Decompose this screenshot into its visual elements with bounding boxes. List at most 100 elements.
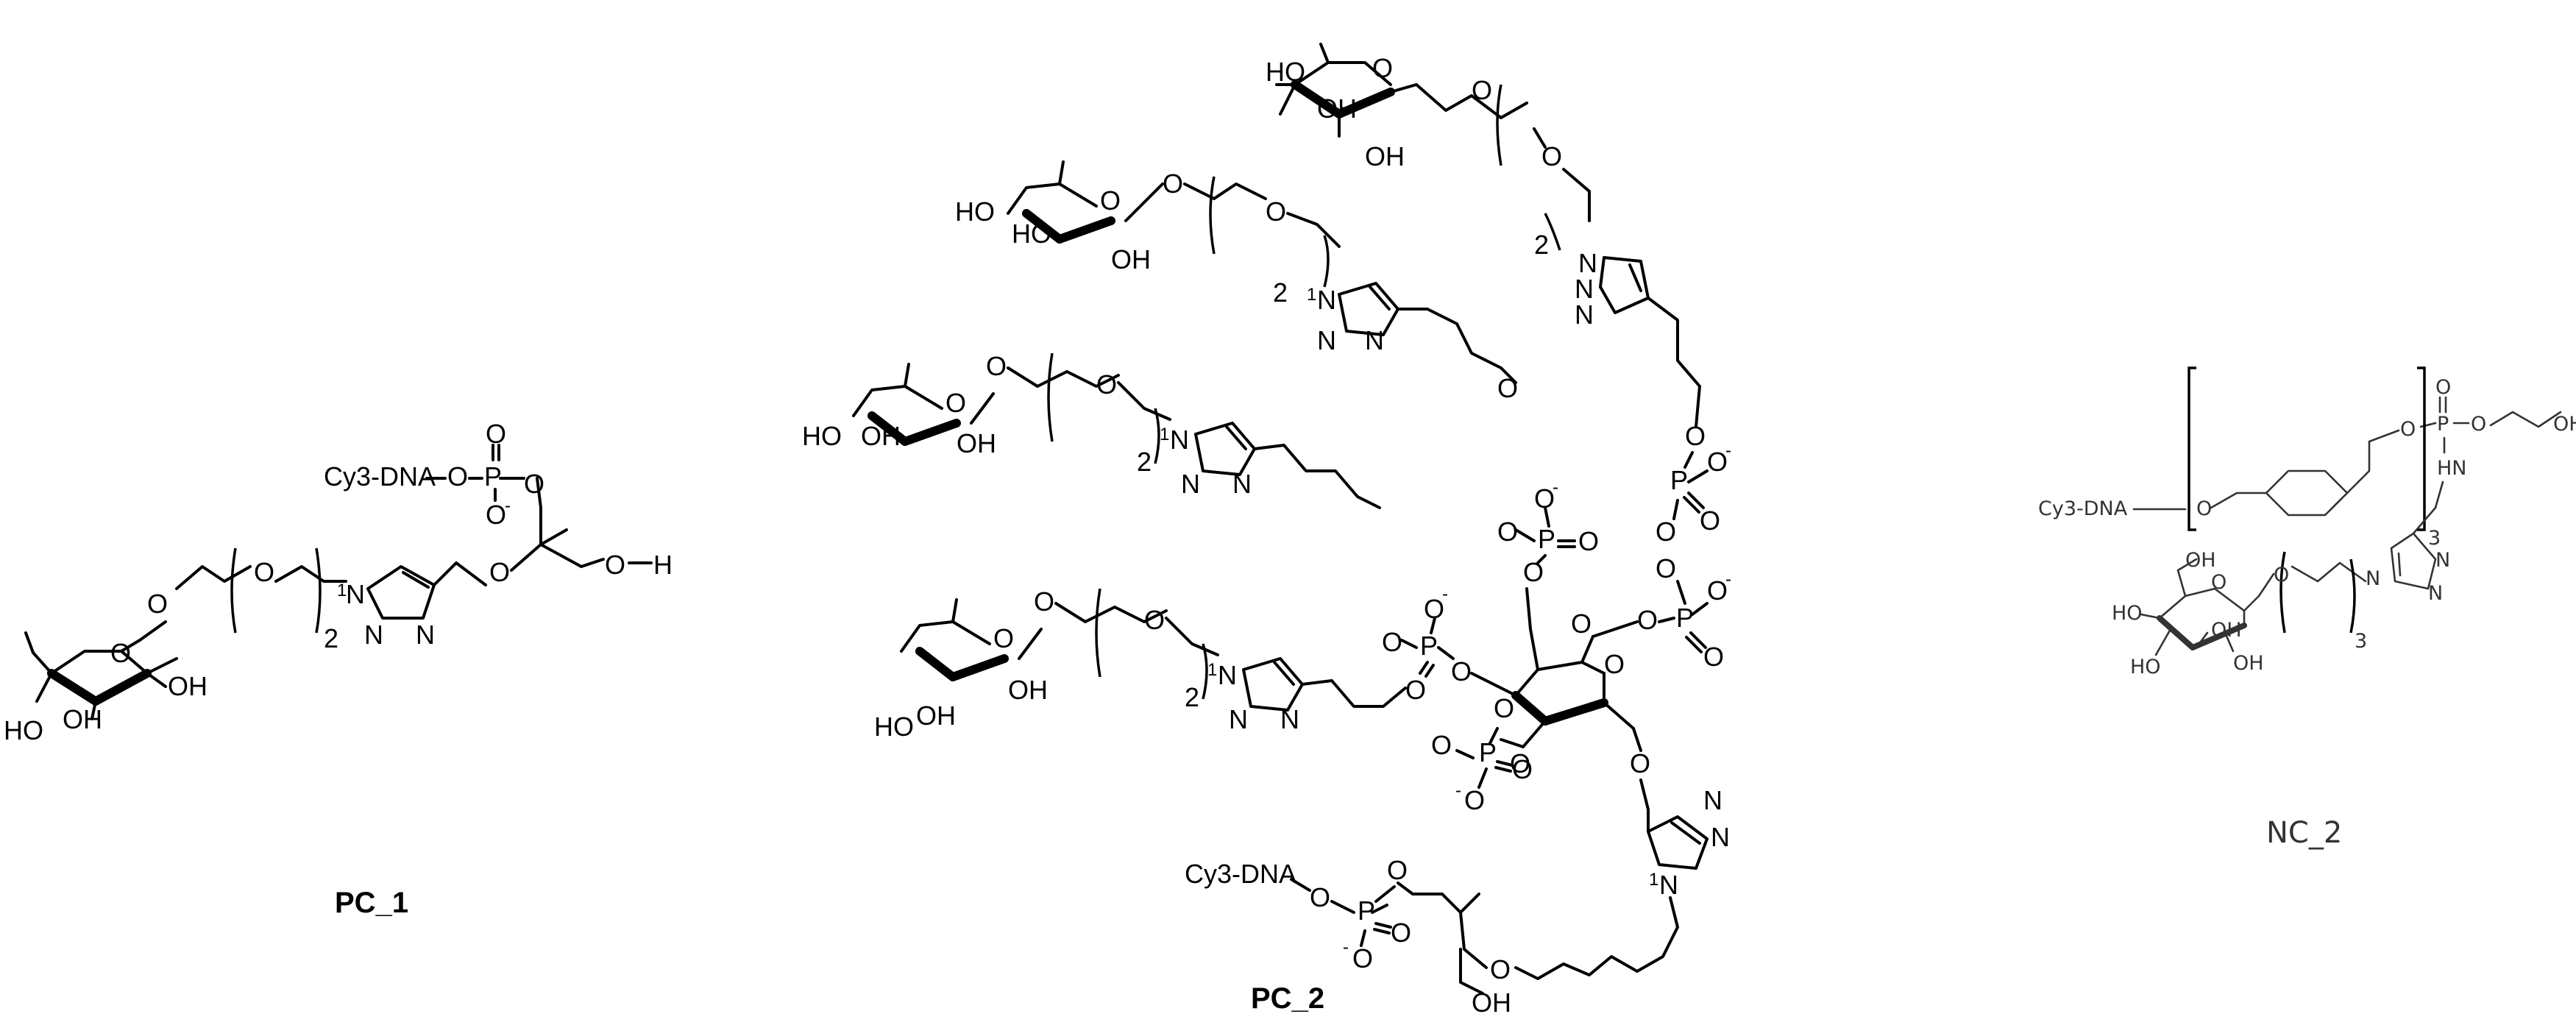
atom-oh: OH bbox=[1365, 141, 1405, 171]
atom-o: O bbox=[1512, 754, 1533, 784]
atom-ho: HO bbox=[802, 421, 842, 451]
atom-n: N bbox=[1232, 469, 1252, 499]
atom-oh: OH bbox=[1317, 93, 1357, 124]
atom-p: P bbox=[1538, 524, 1555, 554]
atom-oh: OH bbox=[1111, 244, 1151, 274]
atom-o: O bbox=[1707, 575, 1728, 606]
repeat-count: 2 bbox=[1185, 682, 1199, 712]
atom-oh: OH bbox=[861, 421, 901, 451]
atom-n: N bbox=[364, 620, 383, 650]
atom-o: O bbox=[2274, 564, 2289, 586]
fucose-ring bbox=[24, 631, 178, 720]
atom-o: O bbox=[1096, 369, 1117, 400]
atom-o: O bbox=[1510, 748, 1530, 778]
atom-o: O bbox=[1472, 75, 1492, 105]
compound-label: PC_2 bbox=[1251, 982, 1324, 1015]
atom-o: O bbox=[1656, 517, 1676, 547]
atom-oh: OH bbox=[2185, 549, 2216, 572]
atom-oh: OH bbox=[2211, 619, 2242, 642]
atom-o: O bbox=[1700, 506, 1720, 536]
atom-n: N bbox=[1181, 469, 1200, 499]
locant-1: 1 bbox=[1207, 660, 1217, 680]
cy3-dna: Cy3-DNA bbox=[324, 461, 436, 492]
atom-oh: OH bbox=[957, 428, 996, 458]
atom-o: O bbox=[1391, 918, 1411, 948]
atom-o: O bbox=[486, 500, 506, 530]
locant-1: 1 bbox=[337, 581, 347, 600]
atom-ho: HO bbox=[2130, 656, 2161, 678]
atom-n: N bbox=[346, 579, 365, 609]
atom-o: O bbox=[524, 469, 544, 499]
atom-o: O bbox=[1405, 675, 1426, 705]
atom-oh: OH bbox=[916, 701, 956, 731]
atom-p: P bbox=[1420, 631, 1438, 661]
repeat-count: 2 bbox=[324, 623, 338, 653]
atom-o: O bbox=[1352, 943, 1373, 973]
atom-p: P bbox=[1676, 603, 1694, 633]
atom-o: O bbox=[147, 589, 168, 619]
atom-n: N bbox=[1317, 325, 1336, 355]
atom-n: N bbox=[1575, 274, 1594, 304]
locant-1: 1 bbox=[1307, 285, 1316, 305]
atom-n: N bbox=[1280, 704, 1299, 734]
atom-o: O bbox=[2196, 497, 2212, 520]
atom-o: O bbox=[486, 419, 506, 449]
atom-o: O bbox=[1431, 730, 1452, 760]
atom-oh: OH bbox=[168, 671, 207, 701]
atom-n: N bbox=[416, 620, 435, 650]
repeat-count: 3 bbox=[2355, 630, 2367, 653]
atom-o: O bbox=[1144, 605, 1165, 635]
compound-pc2: O O O O O O P O O - O O P O - bbox=[802, 43, 1731, 1018]
atom-o: O bbox=[1266, 196, 1286, 227]
atom-o: O bbox=[1604, 649, 1625, 679]
charge-minus: - bbox=[1553, 478, 1558, 497]
atom-n: N bbox=[1218, 660, 1237, 690]
atom-n: N bbox=[1170, 425, 1189, 455]
atom-oh: OH bbox=[1472, 987, 1511, 1018]
atom-o: O bbox=[986, 351, 1007, 381]
atom-o: O bbox=[1656, 553, 1676, 584]
atom-n: N bbox=[1229, 704, 1248, 734]
atom-o: O bbox=[2435, 376, 2451, 399]
atom-oh: OH bbox=[63, 704, 102, 734]
atom-o: O bbox=[1490, 954, 1511, 985]
atom-o: O bbox=[1034, 586, 1054, 617]
charge-minus: - bbox=[1455, 781, 1461, 801]
atom-oh: OH bbox=[1008, 675, 1048, 705]
atom-o: O bbox=[1163, 169, 1183, 199]
atom-o: O bbox=[2211, 571, 2226, 594]
atom-n: N bbox=[1575, 299, 1594, 330]
atom-o: O bbox=[1497, 517, 1518, 547]
fucose-ring bbox=[1275, 43, 1418, 138]
atom-o: O bbox=[1497, 373, 1518, 403]
atom-o: O bbox=[1464, 785, 1485, 815]
atom-o: O bbox=[2400, 418, 2416, 441]
atom-o: O bbox=[1451, 656, 1472, 687]
atom-o: O bbox=[1387, 855, 1408, 885]
charge-minus: - bbox=[1725, 441, 1731, 461]
charge-minus: - bbox=[1725, 570, 1731, 589]
core-sugar: O bbox=[1470, 628, 1642, 752]
atom-o: O bbox=[254, 557, 274, 587]
atom-p: P bbox=[484, 461, 502, 492]
atom-n: N bbox=[1317, 285, 1336, 315]
repeat-count: 2 bbox=[1137, 447, 1152, 477]
atom-ho: HO bbox=[1266, 57, 1305, 87]
atom-o: O bbox=[1310, 882, 1330, 912]
atom-p: P bbox=[2437, 413, 2449, 436]
repeat-count: 2 bbox=[1273, 277, 1288, 308]
cy3-dna: Cy3-DNA bbox=[2038, 497, 2128, 520]
locant-1: 1 bbox=[1649, 870, 1658, 890]
charge-minus: - bbox=[505, 496, 511, 516]
atom-p: P bbox=[1670, 465, 1688, 495]
atom-o: O bbox=[1685, 421, 1706, 451]
atom-hn: HN bbox=[2437, 457, 2467, 480]
atom-o: O bbox=[1578, 526, 1599, 556]
atom-n: N bbox=[2435, 549, 2450, 572]
atom-o: O bbox=[1534, 483, 1555, 514]
atom-oh: OH bbox=[2553, 413, 2576, 436]
compound-label: PC_1 bbox=[335, 887, 408, 919]
atom-o: O bbox=[993, 623, 1014, 653]
atom-p: P bbox=[1479, 737, 1497, 767]
